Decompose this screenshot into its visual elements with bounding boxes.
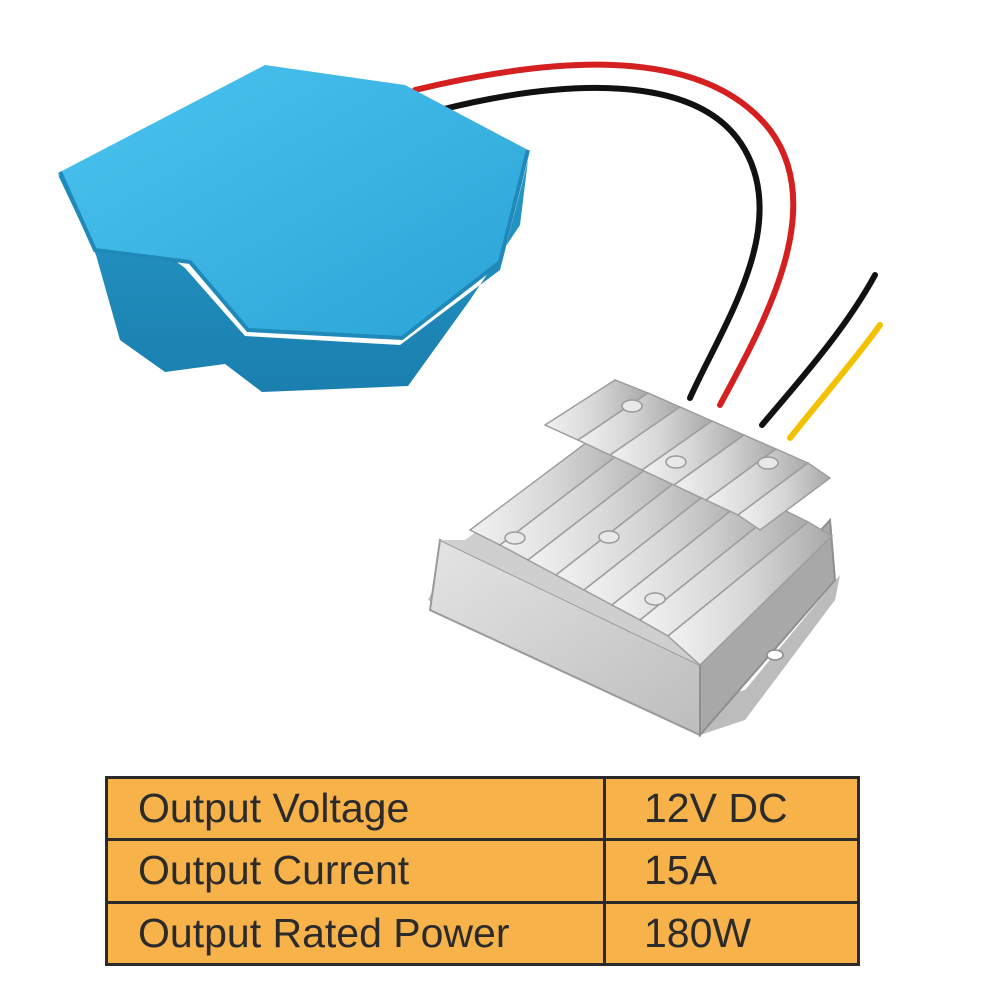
screw	[644, 592, 666, 606]
spec-value: 12V DC	[603, 775, 860, 842]
screw	[757, 456, 779, 470]
yellow-output-wire	[787, 322, 883, 441]
mounting-screws	[504, 399, 779, 606]
battery-adapter-edge	[58, 149, 530, 341]
black-output-wire	[759, 272, 878, 428]
battery-adapter-top	[60, 65, 528, 338]
input-wires	[412, 61, 797, 408]
spec-label: Output Voltage	[105, 775, 606, 842]
screw	[621, 399, 643, 413]
heatsink-fins	[440, 379, 834, 667]
spec-row-output-voltage: Output Voltage 12V DC	[105, 775, 860, 842]
screw	[665, 455, 687, 469]
spec-table: Output Voltage 12V DC Output Current 15A…	[105, 775, 860, 967]
spec-row-output-rated-power: Output Rated Power 180W	[105, 900, 860, 967]
mounting-hole	[766, 649, 784, 661]
spec-value: 15A	[603, 838, 860, 904]
red-input-wire	[412, 61, 797, 408]
output-wires	[759, 272, 883, 441]
screw	[598, 530, 620, 544]
spec-row-output-current: Output Current 15A	[105, 838, 860, 904]
spec-label: Output Current	[105, 838, 606, 904]
spec-label: Output Rated Power	[105, 900, 606, 967]
battery-adapter-side	[58, 160, 528, 392]
spec-value: 180W	[603, 900, 860, 967]
screw	[504, 531, 526, 545]
product-illustration	[58, 61, 883, 738]
black-input-wire	[437, 84, 763, 401]
dc-converter	[428, 379, 840, 738]
battery-adapter	[58, 65, 530, 392]
